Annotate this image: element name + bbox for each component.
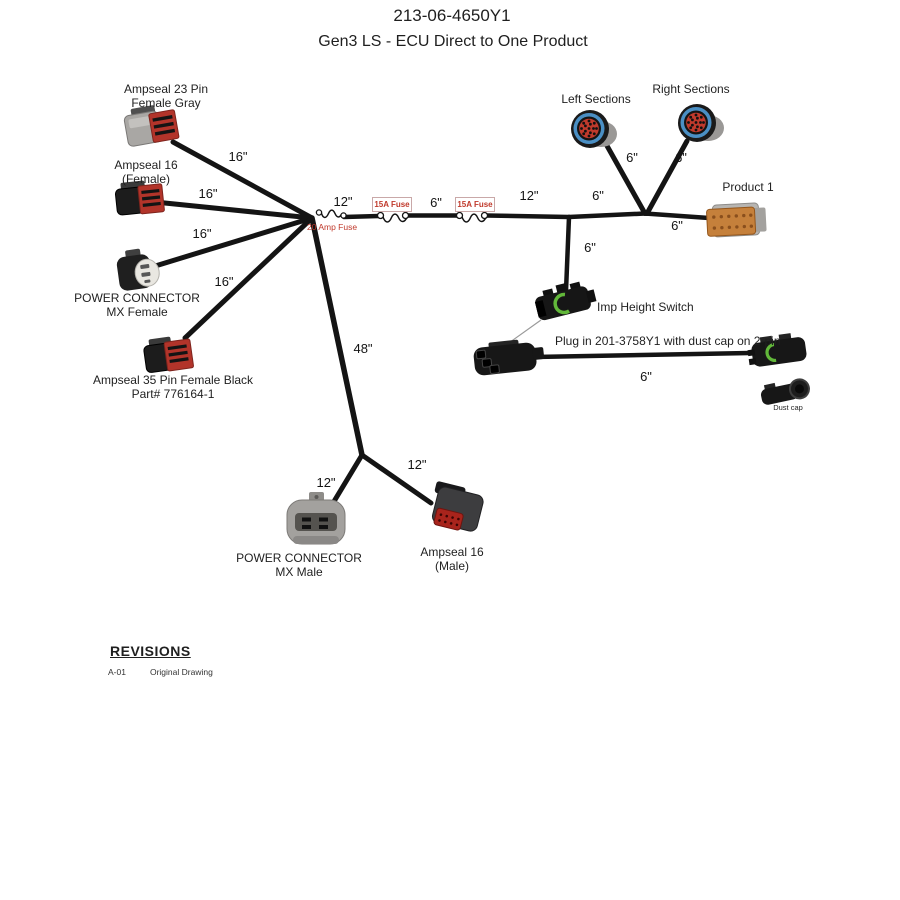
connector-ampseal-16-female	[114, 180, 165, 216]
label-ampseal-23: Ampseal 23 Pin Female Gray	[123, 82, 209, 111]
wire-length-mx-female: 16"	[192, 226, 212, 241]
drawing-title: Gen3 LS - ECU Direct to One Product	[318, 33, 588, 50]
label-product-1: Product 1	[722, 180, 774, 194]
wire-length-mx-male: 12"	[316, 475, 336, 490]
fuse-label-15a-1: 15A Fuse	[372, 197, 412, 212]
label-ampseal-35: Ampseal 35 Pin Female Black Part# 776164…	[92, 373, 254, 402]
label-mx-male: POWER CONNECTOR MX Male	[236, 551, 362, 580]
connector-mx-female	[116, 248, 160, 291]
wire-length-tee-switch: 6"	[584, 240, 596, 255]
wire-length-product1: 6"	[671, 218, 683, 233]
revision-description: Original Drawing	[149, 667, 213, 677]
connector-2pin	[747, 333, 807, 367]
label-imp-height-switch: Imp Height Switch	[597, 300, 694, 314]
wire-length-plug-2pin: 6"	[640, 369, 652, 384]
revision-id: A-01	[108, 667, 126, 677]
revision-row: A-01 Original Drawing	[108, 667, 213, 677]
wire-length-fuse2-tee: 12"	[519, 188, 539, 203]
wire-length-hub-fuse1: 12"	[333, 194, 353, 209]
connector-plug-3pin	[473, 339, 545, 376]
connector-ampseal-35-female	[143, 336, 194, 373]
label-ampseal-16-female: Ampseal 16 (Female)	[114, 158, 178, 187]
connector-dust-cap	[760, 378, 810, 405]
label-right-sections: Right Sections	[652, 82, 730, 96]
connector-product-1	[706, 202, 767, 238]
fuse-label-15a-2: 15A Fuse	[455, 197, 495, 212]
wire-length-ampseal16f: 16"	[198, 186, 218, 201]
label-mx-female: POWER CONNECTOR MX Female	[74, 291, 200, 320]
fuse-label-20a: 20 Amp Fuse	[307, 222, 358, 232]
wire-length-48: 48"	[353, 341, 373, 356]
wire-length-ampseal23: 16"	[228, 149, 248, 164]
revisions-heading: REVISIONS	[110, 643, 191, 659]
wire-length-ampseal16-male: 12"	[407, 457, 427, 472]
label-ampseal-16-male: Ampseal 16 (Male)	[420, 545, 484, 574]
wire-length-right-sections: 6"	[675, 150, 687, 165]
label-plug-note: Plug in 201-3758Y1 with dust cap on 2-pi…	[555, 334, 781, 348]
fuse-symbol-20a	[315, 209, 347, 219]
connector-ampseal-23-female	[123, 105, 180, 147]
fuse-symbol-15a-1	[376, 211, 410, 223]
wire-length-ampseal35: 16"	[214, 274, 234, 289]
connector-right-sections	[678, 104, 724, 142]
wire-length-tee-vee: 6"	[592, 188, 604, 203]
connector-mx-male	[286, 492, 346, 545]
connector-left-sections	[571, 110, 617, 148]
wire-length-fuse1-fuse2: 6"	[430, 195, 442, 210]
connector-imp-height-switch	[534, 281, 597, 321]
part-number: 213-06-4650Y1	[393, 6, 511, 25]
fuse-symbol-15a-2	[455, 211, 489, 223]
wire-harness-lines	[149, 138, 753, 516]
connector-ampseal-16-male	[431, 481, 484, 532]
label-dust-cap: Dust cap	[773, 403, 803, 412]
label-left-sections: Left Sections	[561, 92, 631, 106]
wire-length-left-sections: 6"	[626, 150, 638, 165]
